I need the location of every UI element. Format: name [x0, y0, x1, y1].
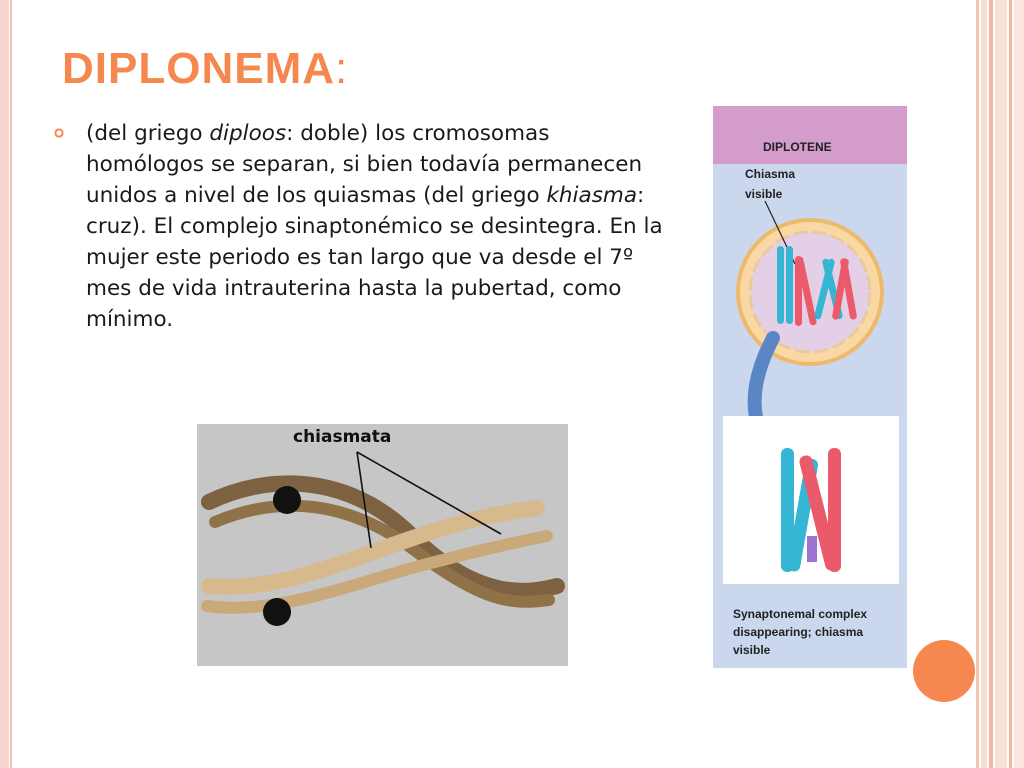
paragraph-text: : doble) los cromosomas homólogos se sep… [86, 121, 643, 208]
chiasma-label-line1: Chiasma [745, 167, 795, 181]
term-diploos: diploos [209, 121, 287, 146]
centromere-dot [263, 598, 291, 626]
right-border-stripe [1014, 0, 1024, 768]
decorative-orange-circle [913, 640, 975, 702]
synaptonemal-complex-remnant [807, 536, 817, 562]
pointer-line [356, 451, 502, 535]
slide-title-colon: : [335, 44, 349, 93]
chiasma-label-line2: visible [745, 187, 783, 201]
ring-bullet-icon [54, 128, 64, 138]
left-border-line [10, 0, 12, 768]
paragraph-text: (del griego [86, 121, 210, 146]
pointer-line [356, 451, 372, 549]
bivalent-small-left [777, 246, 817, 326]
diplotene-illustration: DIPLOTENE Chiasma visible Synaptonemal c… [713, 106, 907, 668]
panel-header-title: DIPLOTENE [763, 140, 832, 154]
caption-line2: disappearing; chiasma [733, 625, 863, 639]
right-border-stripe [995, 0, 1007, 768]
bivalent-zoom [781, 448, 841, 572]
right-border-stripe [1009, 0, 1012, 768]
body-paragraph: (del griego diploos: doble) los cromosom… [86, 118, 674, 335]
centromere-dot [273, 486, 301, 514]
slide-title: DIPLONEMA: [62, 44, 348, 94]
caption-line1: Synaptonemal complex [733, 607, 867, 621]
term-khiasma: khiasma [546, 183, 638, 208]
panel-header [713, 106, 907, 164]
right-border-stripe [989, 0, 993, 768]
caption-line3: visible [733, 643, 771, 657]
left-border-bar [0, 0, 9, 768]
chiasmata-illustration: chiasmata [197, 424, 568, 666]
right-border-stripe [976, 0, 979, 768]
right-border-stripe [981, 0, 987, 768]
bullet-item: (del griego diploos: doble) los cromosom… [54, 118, 674, 335]
bivalent-small-right [814, 258, 857, 320]
paragraph-text: : cruz). El complejo sinaptonémico se de… [86, 183, 663, 332]
chiasmata-label: chiasmata [293, 427, 391, 447]
slide-title-text: DIPLONEMA [62, 44, 335, 93]
